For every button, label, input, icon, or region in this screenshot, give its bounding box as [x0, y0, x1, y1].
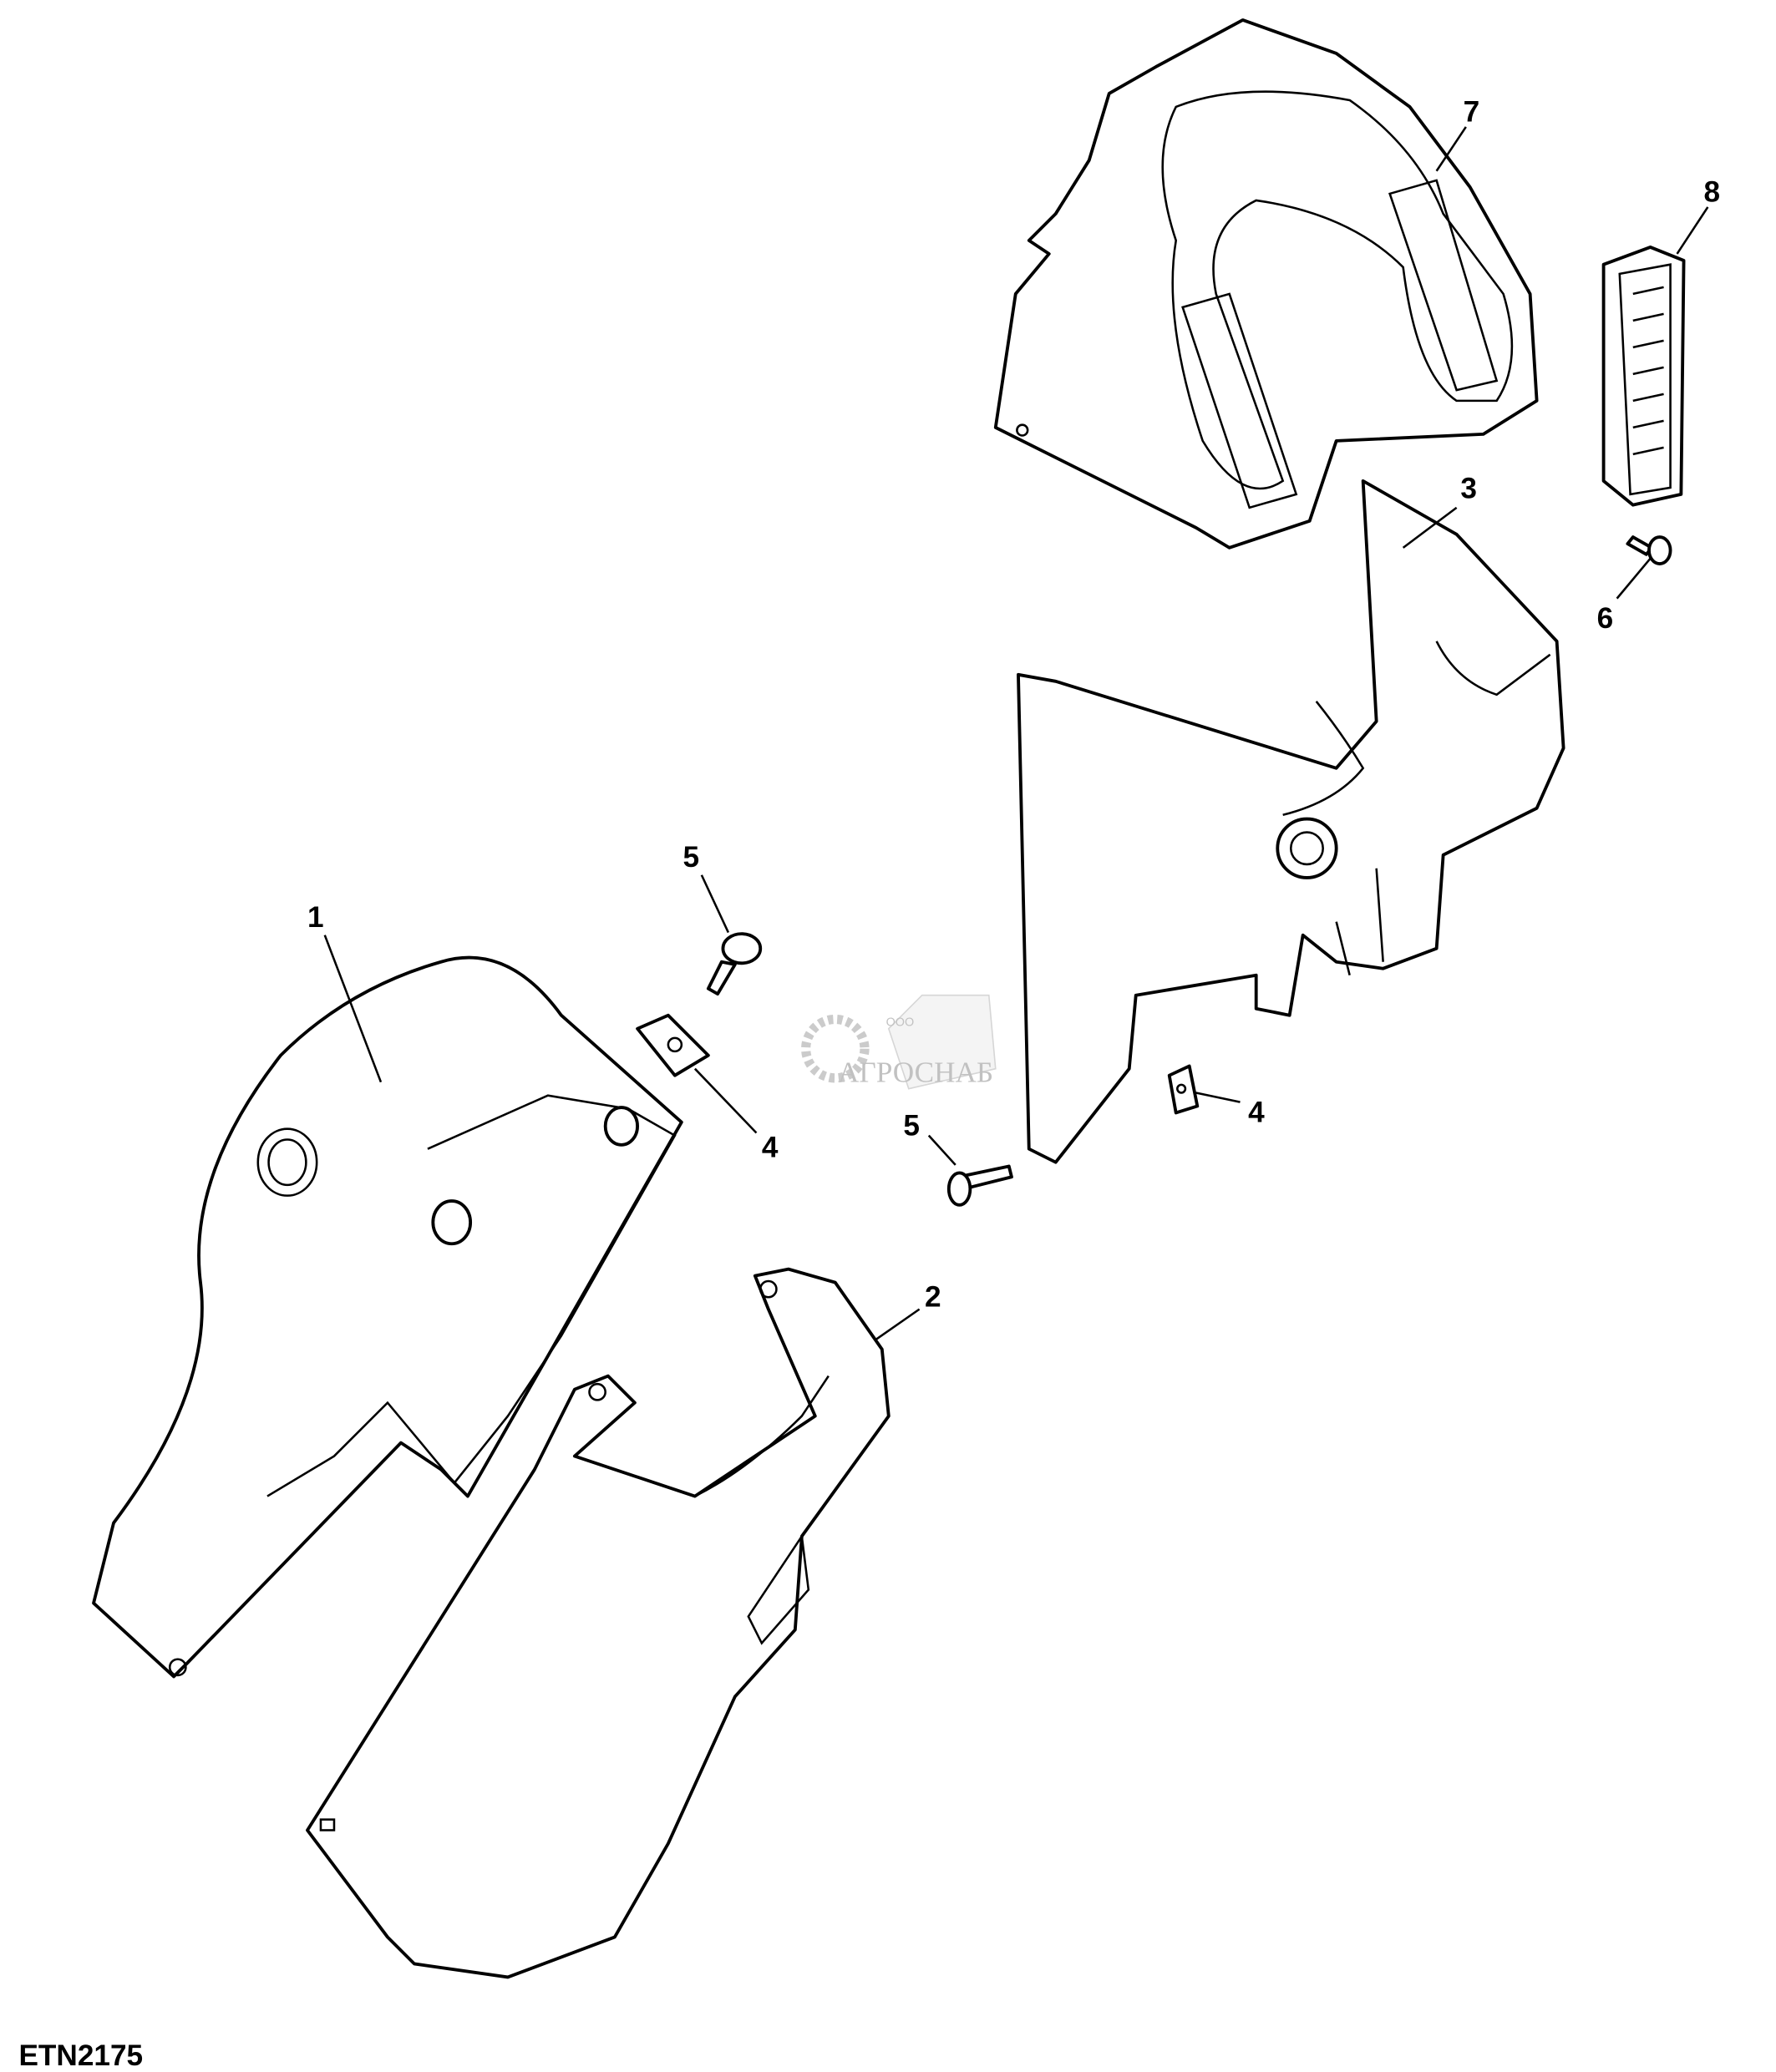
part-4-clip-left	[636, 1013, 710, 1077]
part-1-steering-column-shroud	[92, 955, 683, 1679]
leader-lines	[323, 126, 1709, 1341]
callout-8: 8	[1704, 176, 1721, 209]
callout-7: 7	[1464, 96, 1480, 129]
callout-5-lower: 5	[903, 1110, 920, 1142]
part-4-clip-right	[1167, 1064, 1200, 1115]
figure-id: ETN2175	[18, 2039, 143, 2072]
callout-1: 1	[307, 901, 324, 934]
part-5-screw-upper	[706, 932, 763, 996]
callout-4-right: 4	[1248, 1097, 1265, 1129]
callout-5-upper: 5	[682, 841, 699, 874]
part-8-air-vent	[1601, 246, 1686, 507]
callout-2: 2	[925, 1280, 941, 1313]
part-7-upper-cover	[993, 18, 1539, 550]
part-6-screw	[1626, 535, 1672, 565]
part-5-screw-lower	[946, 1164, 1013, 1207]
watermark-logo: ООО АГРОСНАБ	[801, 994, 997, 1090]
watermark-prefix: ООО	[886, 1016, 915, 1030]
callout-4-left: 4	[762, 1131, 779, 1163]
part-3-lower-cover	[1017, 479, 1565, 1164]
callout-6: 6	[1597, 602, 1614, 635]
part-2-lower-shroud	[306, 1267, 891, 1979]
callout-3: 3	[1460, 473, 1477, 505]
watermark-name: АГРОСНАБ	[838, 1056, 993, 1089]
